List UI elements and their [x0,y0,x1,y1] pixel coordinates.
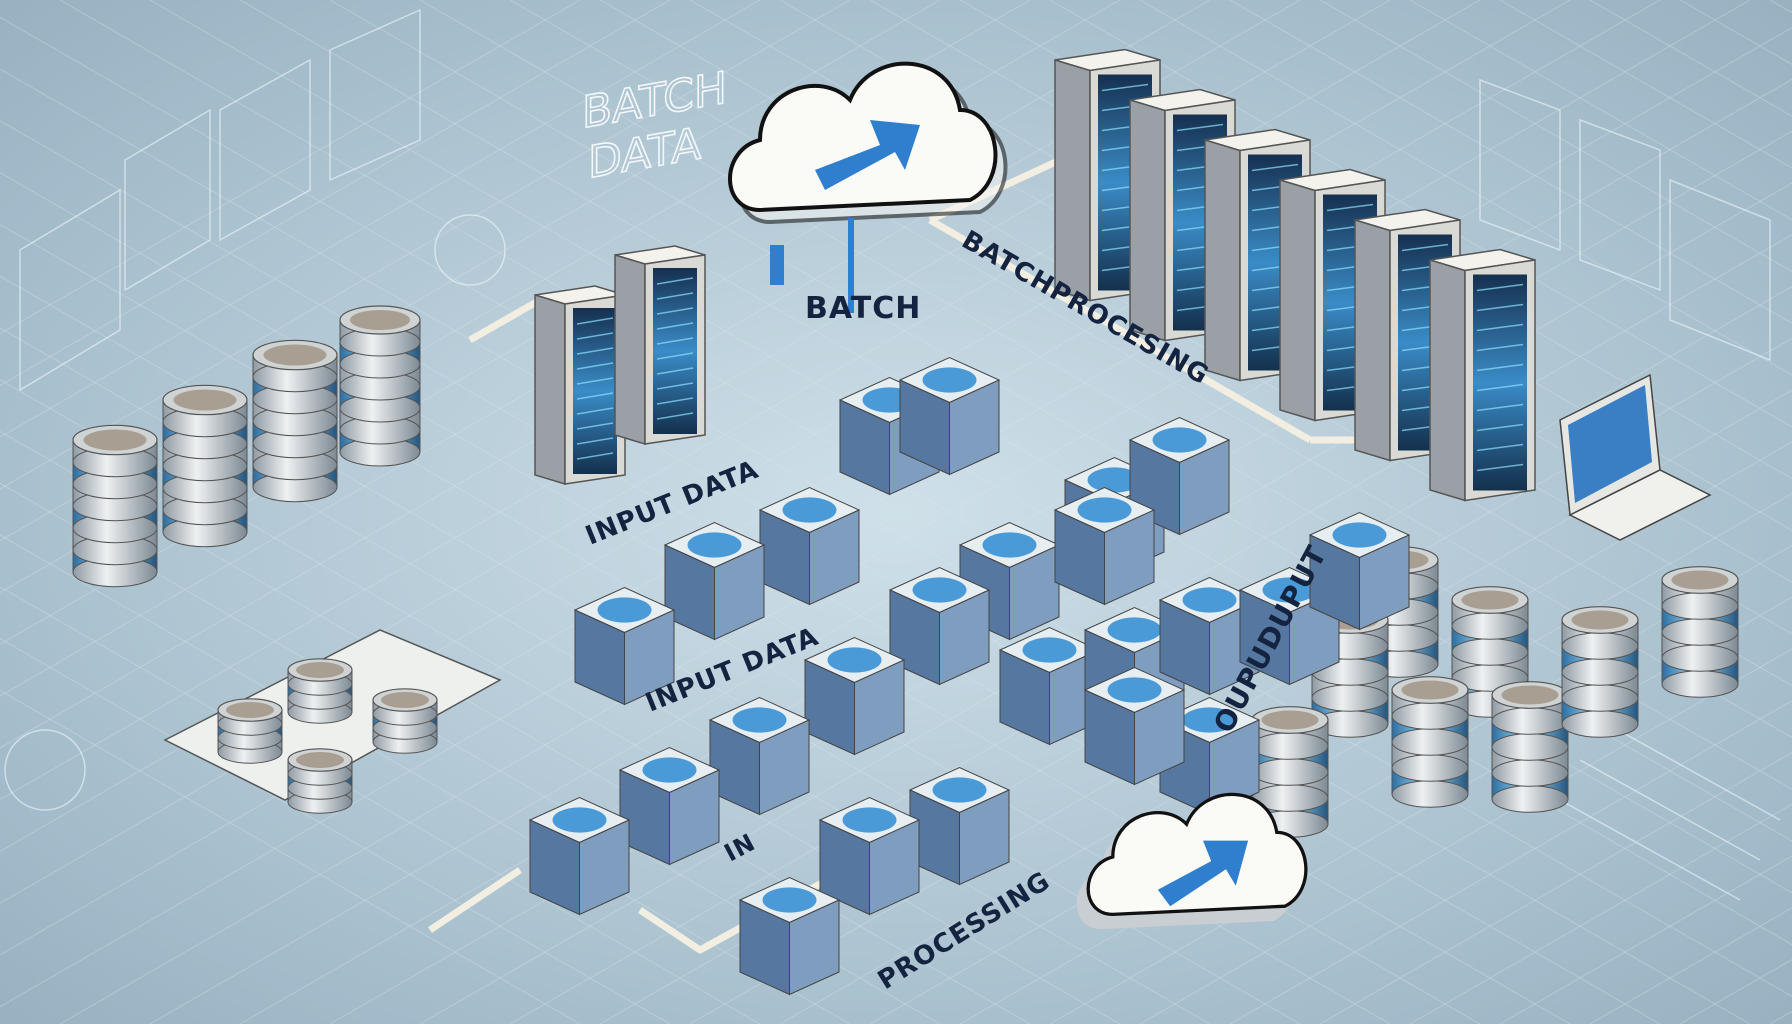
data-cube-icon [818,796,921,916]
holographic-panels-left [4,8,506,811]
data-cube-icon [908,766,1011,886]
data-cube-icon [1053,486,1156,606]
cloud-upload-icon-bottom [1076,792,1308,930]
database-cylinder-icon [1491,681,1569,813]
database-cylinder-icon [287,658,353,724]
laptop-icon [1559,373,1712,541]
data-cube-icon [528,796,631,916]
data-cube-icon [618,746,721,866]
database-cylinder-icon [339,305,421,467]
data-cube-icon [708,696,811,816]
database-cylinder-icon [287,748,353,814]
database-cylinder-icon [252,339,338,503]
data-cube-icon [738,876,841,996]
data-cube-icon [998,626,1101,746]
server-rack-icon [1429,248,1536,502]
data-cube-icon [758,486,861,606]
batch-label: BATCH [805,291,921,326]
batch-flag-icon [770,245,784,285]
data-cube-icon [573,586,676,706]
data-cube-icon [803,636,906,756]
server-rack-icon [614,245,706,446]
data-cube-icon [1308,511,1411,631]
data-cube-icon [1158,576,1261,696]
database-cylinder-icon [1391,676,1469,808]
database-cylinder-icon [1661,566,1739,698]
data-cube-icon [1083,666,1186,786]
data-cube-icon [1158,696,1261,816]
data-cube-icon [663,521,766,641]
cloud-upload-icon-top [728,61,1008,313]
database-cylinder-icon [1561,606,1639,738]
data-cube-icon [888,566,991,686]
database-cylinder-icon [162,384,248,548]
database-cylinder-icon [372,688,438,754]
data-cube-icon [898,356,1001,476]
database-cylinder-icon [217,698,283,764]
server-rack-icon [534,285,626,486]
database-cylinder-icon [72,424,158,588]
holographic-panels-right [1479,78,1781,901]
